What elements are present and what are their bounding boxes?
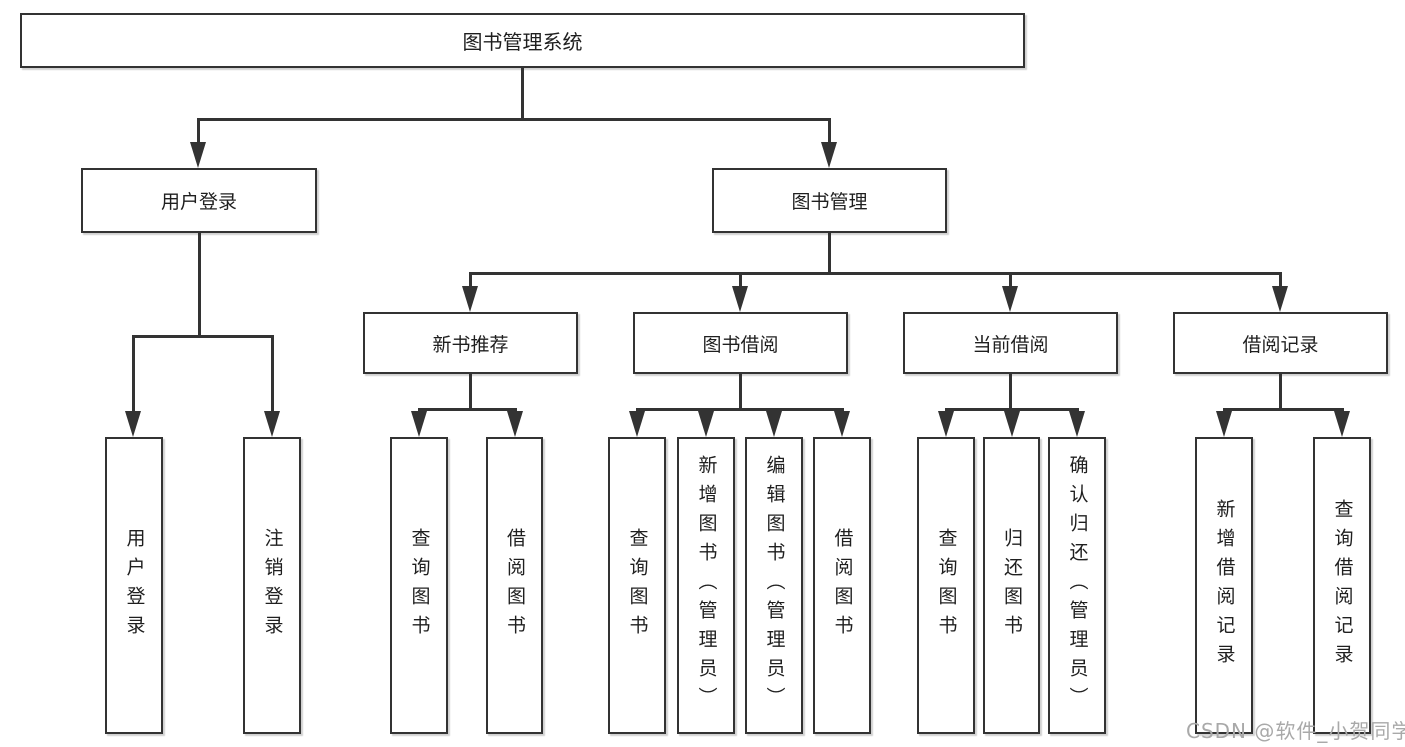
arrow-down-icon: [507, 411, 523, 437]
arrow-down-icon: [834, 411, 850, 437]
connector-line: [133, 335, 273, 338]
connector-line: [1224, 408, 1343, 411]
connector-line: [198, 118, 830, 121]
node-current-borrow-label: 当前借阅: [972, 333, 1049, 356]
arrow-down-icon: [1216, 411, 1232, 437]
leaf-logout: 注销登录: [243, 437, 301, 734]
arrow-down-icon: [1334, 411, 1350, 437]
connector-line: [132, 335, 135, 413]
arrow-down-icon: [462, 286, 478, 312]
arrow-down-icon: [190, 142, 206, 168]
node-book-management: 图书管理: [712, 168, 947, 233]
arrow-down-icon: [1069, 411, 1085, 437]
leaf-borrow-books-label: 借阅图书: [831, 527, 854, 644]
connector-line: [470, 272, 1281, 275]
leaf-user-login-label: 用户登录: [123, 527, 146, 644]
connector-line: [1279, 374, 1282, 408]
arrow-down-icon: [264, 411, 280, 437]
node-borrow-records: 借阅记录: [1173, 312, 1388, 374]
node-borrow-records-label: 借阅记录: [1242, 333, 1319, 356]
leaf-add-borrow-record: 新增借阅记录: [1195, 437, 1253, 734]
node-root-label: 图书管理系统: [462, 30, 583, 54]
node-new-book-recommend: 新书推荐: [363, 312, 578, 374]
connector-line: [271, 335, 274, 413]
connector-line: [828, 233, 831, 272]
leaf-logout-label: 注销登录: [261, 527, 284, 644]
node-book-management-label: 图书管理: [791, 191, 868, 213]
connector-line: [1279, 272, 1282, 288]
leaf-add-books-admin-label: 新增图书（管理员）: [695, 455, 718, 716]
csdn-watermark: CSDN @软件_小贺同学: [1186, 719, 1405, 743]
connector-line: [1009, 272, 1012, 288]
arrow-down-icon: [1002, 286, 1018, 312]
leaf-add-borrow-record-label: 新增借阅记录: [1213, 498, 1236, 673]
arrow-down-icon: [766, 411, 782, 437]
connector-line: [828, 118, 831, 146]
connector-line: [418, 408, 515, 411]
arrow-down-icon: [698, 411, 714, 437]
arrow-down-icon: [1272, 286, 1288, 312]
connector-line: [197, 118, 200, 146]
connector-line: [521, 68, 524, 118]
leaf-query-books-borrow: 查询图书: [608, 437, 666, 734]
connector-line: [739, 374, 742, 408]
node-book-borrow-label: 图书借阅: [702, 333, 779, 356]
node-user-login-label: 用户登录: [160, 191, 237, 213]
arrow-down-icon: [938, 411, 954, 437]
connector-line: [739, 272, 742, 288]
leaf-return-books-label: 归还图书: [1001, 527, 1023, 644]
arrow-down-icon: [1004, 411, 1020, 437]
leaf-borrow-books-recommend-label: 借阅图书: [504, 527, 526, 644]
leaf-query-borrow-record-label: 查询借阅记录: [1331, 498, 1354, 673]
leaf-query-books-current-label: 查询图书: [935, 527, 958, 644]
arrow-down-icon: [821, 142, 837, 168]
leaf-query-borrow-record: 查询借阅记录: [1313, 437, 1371, 734]
leaf-edit-books-admin-label: 编辑图书（管理员）: [763, 455, 786, 716]
leaf-query-books-current: 查询图书: [917, 437, 975, 734]
leaf-confirm-return-admin-label: 确认归还（管理员）: [1066, 455, 1089, 716]
connector-line: [198, 233, 201, 335]
connector-line: [469, 374, 472, 408]
leaf-edit-books-admin: 编辑图书（管理员）: [745, 437, 803, 734]
arrow-down-icon: [125, 411, 141, 437]
arrow-down-icon: [629, 411, 645, 437]
connector-line: [1009, 374, 1012, 408]
leaf-borrow-books: 借阅图书: [813, 437, 871, 734]
leaf-confirm-return-admin: 确认归还（管理员）: [1048, 437, 1106, 734]
leaf-return-books: 归还图书: [983, 437, 1040, 734]
arrow-down-icon: [411, 411, 427, 437]
leaf-query-books-recommend: 查询图书: [390, 437, 448, 734]
node-new-book-recommend-label: 新书推荐: [432, 333, 509, 356]
connector-line: [637, 408, 842, 411]
leaf-user-login: 用户登录: [105, 437, 163, 734]
connector-line: [469, 272, 472, 288]
node-book-borrow: 图书借阅: [633, 312, 848, 374]
leaf-add-books-admin: 新增图书（管理员）: [677, 437, 735, 734]
arrow-down-icon: [732, 286, 748, 312]
leaf-query-books-recommend-label: 查询图书: [408, 527, 431, 644]
leaf-borrow-books-recommend: 借阅图书: [486, 437, 543, 734]
node-user-login: 用户登录: [81, 168, 317, 233]
node-root: 图书管理系统: [20, 13, 1025, 68]
leaf-query-books-borrow-label: 查询图书: [626, 527, 649, 644]
node-current-borrow: 当前借阅: [903, 312, 1118, 374]
